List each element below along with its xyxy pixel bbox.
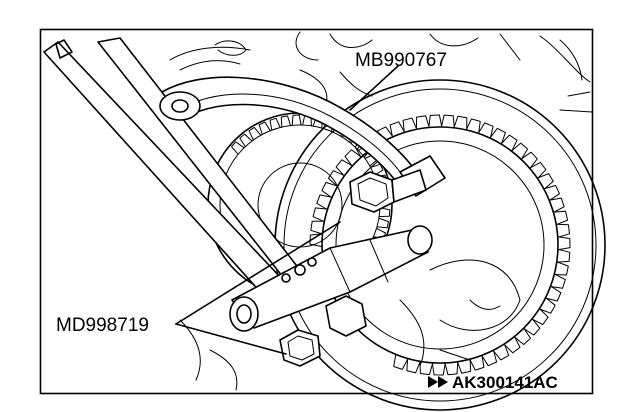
sprocket-tooth bbox=[378, 207, 391, 217]
sprocket-tooth bbox=[536, 173, 554, 190]
sprocket-tooth bbox=[393, 353, 409, 370]
sprocket-tooth bbox=[440, 114, 455, 129]
sprocket-tooth bbox=[513, 327, 531, 345]
sprocket-tooth bbox=[402, 117, 418, 133]
sprocket-tooth bbox=[428, 114, 443, 128]
figure-frame bbox=[39, 28, 594, 395]
sprocket-tooth bbox=[389, 121, 406, 138]
sprocket-tooth bbox=[531, 308, 549, 325]
sprocket-tooth bbox=[248, 126, 262, 141]
sprocket-tooth bbox=[520, 151, 538, 170]
lower-hex-bolt bbox=[279, 295, 367, 367]
label-md998719: MD998719 bbox=[56, 315, 149, 336]
double-chevron-right-icon bbox=[428, 376, 448, 388]
sprocket-tooth bbox=[557, 236, 571, 251]
sprocket-tooth bbox=[291, 114, 302, 126]
sprocket-tooth bbox=[465, 118, 481, 134]
sprocket-tooth bbox=[543, 185, 560, 202]
sprocket-tooth bbox=[503, 336, 521, 354]
sprocket-tooth bbox=[280, 115, 291, 128]
sprocket-tooth bbox=[523, 318, 541, 336]
sprocket-tooth bbox=[477, 122, 494, 139]
pin-shaft bbox=[229, 225, 433, 332]
sprocket-tooth bbox=[239, 133, 253, 148]
sprocket-tooth bbox=[481, 349, 498, 367]
sprocket-tooth bbox=[555, 223, 570, 238]
sprocket-tooth bbox=[344, 149, 362, 167]
sprocket-tooth bbox=[550, 273, 566, 289]
sprocket-tooth bbox=[370, 163, 384, 176]
sprocket-tooth bbox=[552, 210, 569, 226]
sprocket-tooth bbox=[376, 217, 389, 229]
sprocket-tooth bbox=[544, 285, 562, 302]
sprocket-tooth bbox=[312, 207, 329, 223]
sprocket-tooth bbox=[500, 134, 518, 152]
upper-hex-bolt bbox=[349, 169, 427, 213]
sprocket-tooth bbox=[321, 181, 339, 199]
sprocket-tooth bbox=[553, 261, 569, 276]
sprocket-tooth bbox=[556, 248, 571, 263]
camshaft-sprocket bbox=[274, 79, 606, 411]
sprocket-tooth bbox=[431, 362, 446, 376]
sprocket-tooth bbox=[269, 117, 281, 131]
sprocket-tooth bbox=[231, 141, 245, 155]
sprocket-tooth bbox=[538, 297, 556, 314]
sprocket-tooth bbox=[492, 343, 510, 361]
sprocket-tooth bbox=[469, 354, 485, 371]
sprocket-tooth bbox=[453, 115, 468, 131]
tool-handle bbox=[43, 37, 301, 317]
sprocket-tooth bbox=[529, 161, 547, 179]
sprocket-tooth bbox=[456, 358, 472, 374]
figure-artwork bbox=[43, 31, 606, 411]
callout-leaders bbox=[175, 65, 399, 355]
sprocket-tooth bbox=[510, 142, 529, 160]
sprocket-tooth bbox=[444, 361, 459, 376]
label-mb990767: MB990767 bbox=[355, 50, 447, 71]
sprocket-tooth bbox=[310, 220, 325, 235]
sprocket-tooth bbox=[489, 127, 506, 145]
sprocket-tooth bbox=[258, 121, 271, 135]
sprocket-tooth bbox=[415, 115, 430, 130]
sprocket-tooth bbox=[406, 358, 421, 374]
figure-id: AK300141AC bbox=[452, 373, 558, 392]
sprocket-tooth bbox=[316, 194, 333, 210]
sprocket-tooth bbox=[327, 170, 345, 187]
sprocket-tooth bbox=[548, 197, 565, 213]
sprocket-tooth bbox=[335, 159, 353, 177]
sprocket-tooth bbox=[419, 360, 434, 376]
